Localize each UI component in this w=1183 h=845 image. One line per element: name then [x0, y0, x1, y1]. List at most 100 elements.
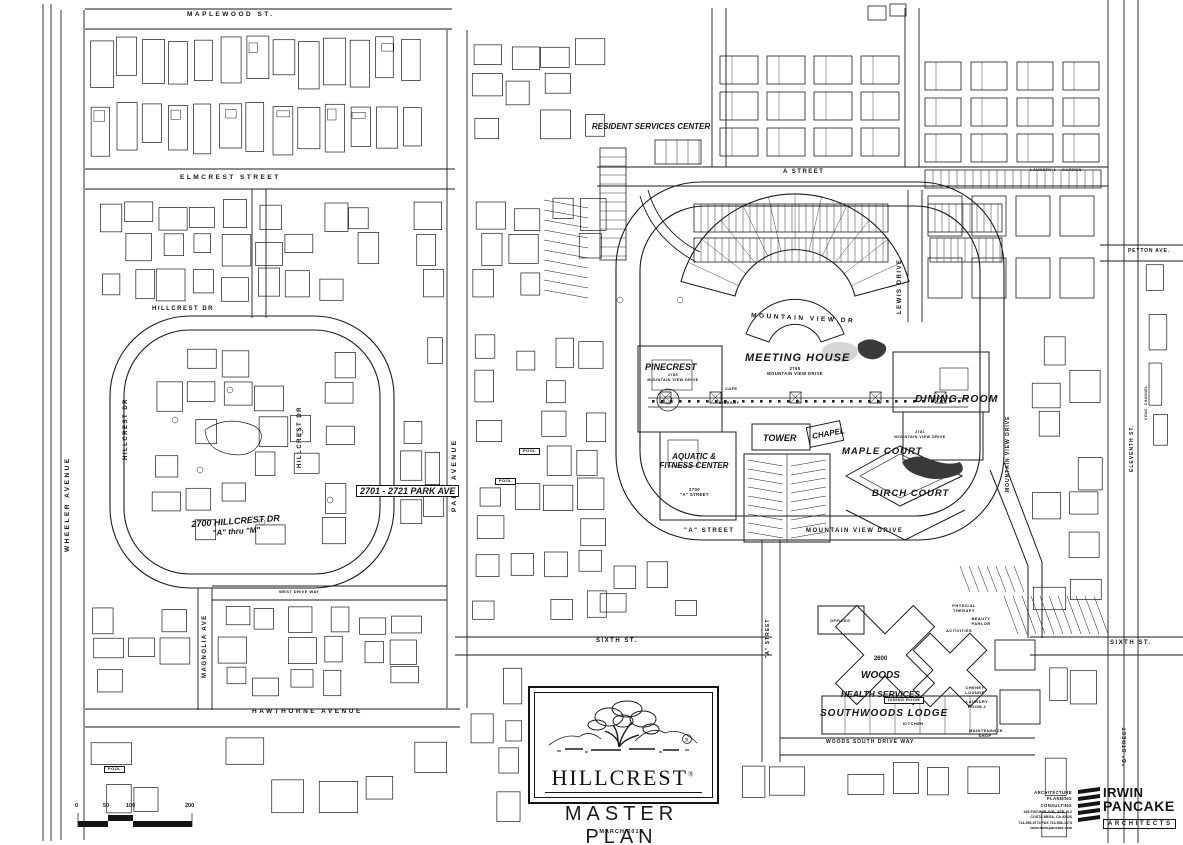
parking-stall	[543, 239, 589, 249]
colonnade-paver	[769, 400, 772, 403]
building-footprint	[576, 477, 605, 510]
parking-stall	[1013, 565, 1025, 593]
unit-block	[1059, 257, 1095, 299]
colonnade-paver	[931, 400, 934, 403]
building-footprint	[413, 201, 443, 231]
cul-de-sac	[663, 395, 673, 405]
colonnade-paver	[787, 400, 790, 403]
parking-stall	[968, 565, 980, 593]
building-footprint	[540, 109, 571, 140]
service-consulting: CONSULTING	[1040, 802, 1072, 808]
woods-health-number: 2600	[873, 656, 888, 662]
unit-block	[860, 55, 900, 85]
pinecrest-street: MOUNTAIN VIEW DRIVE	[647, 377, 699, 382]
colonnade-paver	[805, 400, 808, 403]
garage-hatch	[790, 531, 827, 539]
building-footprint	[503, 667, 523, 705]
colonnade-paver	[850, 400, 853, 403]
tree	[676, 296, 684, 304]
building-footprint	[133, 787, 159, 812]
pinecrest-building	[637, 345, 723, 433]
building-footprint	[271, 779, 304, 814]
building-footprint	[330, 606, 350, 633]
tower-building	[751, 423, 811, 451]
building-footprint	[999, 689, 1041, 725]
aquatic-street: "A" STREET	[680, 492, 709, 498]
unit-block	[924, 97, 962, 127]
building-footprint	[225, 606, 251, 626]
unit-block	[1015, 257, 1051, 299]
building-footprint	[102, 273, 121, 296]
building-footprint	[505, 720, 523, 742]
pavilion-node	[789, 391, 802, 404]
unit-block	[860, 127, 900, 157]
building-footprint	[1032, 586, 1067, 611]
building-footprint	[403, 107, 422, 147]
aquatic-number: 2700	[689, 487, 700, 492]
unit-block	[860, 91, 900, 121]
building-footprint	[290, 669, 314, 688]
building-footprint	[349, 39, 370, 88]
building-footprint	[474, 369, 494, 403]
building-footprint	[125, 232, 152, 262]
courtyard-building	[745, 298, 845, 343]
building-footprint	[90, 742, 132, 765]
building-footprint	[927, 767, 949, 796]
building-footprint	[192, 269, 214, 294]
building-footprint	[473, 44, 502, 65]
building-footprint	[400, 450, 423, 481]
street-label-hawthorne-avenue: HAWTHORNE AVENUE	[252, 708, 363, 715]
maple-court-building	[844, 445, 964, 507]
tree	[226, 386, 234, 394]
building-footprint	[272, 39, 296, 76]
architect-services: ARCHITECTURE PLANNING CONSULTING	[1000, 790, 1072, 809]
colonnade-paver	[760, 400, 763, 403]
unit-divider	[768, 196, 782, 252]
unit-block	[924, 133, 962, 163]
building-footprint	[221, 482, 246, 502]
building-footprint	[318, 781, 359, 813]
birch-court-building	[845, 509, 966, 541]
building-footprint	[508, 234, 539, 264]
building-footprint	[151, 491, 181, 512]
building-footprint	[115, 36, 137, 76]
building-footprint	[416, 234, 436, 266]
label-birch-court: BIRCH COURT	[872, 488, 950, 499]
unit-block	[1062, 61, 1100, 91]
building-footprint	[325, 425, 355, 445]
parking-stall	[1021, 595, 1037, 635]
building-footprint	[325, 483, 347, 514]
label-southwoods-lodge: SOUTHWOODS LODGE	[820, 708, 949, 719]
building-footprint	[599, 593, 627, 613]
building-footprint	[155, 268, 186, 302]
garage-hatch	[790, 522, 827, 530]
parking-stall	[1057, 595, 1073, 635]
building-footprint	[578, 341, 604, 369]
label-aquatic-fitness-center: AQUATIC & FITNESS CENTER	[659, 452, 729, 471]
building-footprint	[324, 202, 349, 232]
colonnade-paver	[697, 400, 700, 403]
building-footprint	[141, 103, 162, 143]
label-pinecrest-address: 2785 MOUNTAIN VIEW DRIVE	[641, 373, 705, 383]
building-footprint	[576, 449, 598, 476]
tree	[196, 466, 204, 474]
building-footprint	[505, 80, 530, 106]
building-footprint	[1041, 811, 1067, 838]
building-footprint	[1145, 264, 1164, 291]
street-label-sixth-st-east: SIXTH ST.	[1110, 640, 1152, 646]
pavilion-node	[709, 391, 722, 404]
colonnade-paver	[859, 400, 862, 403]
building-footprint	[1069, 491, 1099, 515]
unit-divider	[843, 239, 889, 274]
building-footprint	[1153, 414, 1168, 446]
building-footprint	[586, 590, 607, 618]
unit-strip	[693, 203, 889, 233]
building-footprint	[324, 635, 343, 663]
label-maple-court-address: 2781 MOUNTAIN VIEW DRIVE	[885, 430, 955, 440]
unit-block	[719, 127, 759, 157]
building-footprint	[324, 103, 345, 153]
building-footprint	[585, 114, 606, 137]
unit-block	[1016, 133, 1054, 163]
building-footprint	[867, 5, 887, 21]
building-footprint	[474, 334, 496, 359]
